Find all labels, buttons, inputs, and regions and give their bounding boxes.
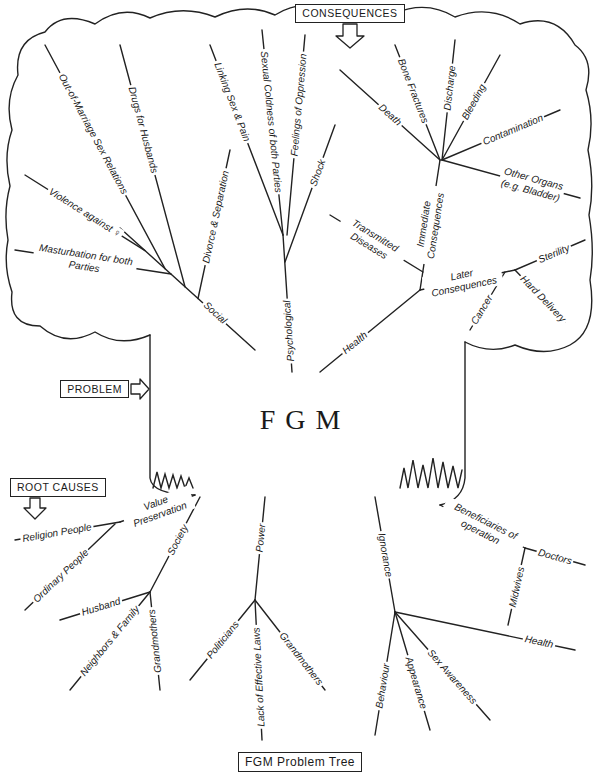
branch-label: Grandmothers (146, 607, 165, 676)
label-box: FGM Problem Tree (238, 752, 362, 772)
box-text: CONSEQUENCES (302, 7, 397, 20)
branch-label: Lack of Effective Laws (250, 625, 267, 729)
branch-label: Immediate Consequences (412, 184, 448, 266)
branch-line (120, 228, 255, 350)
branch-label: Death (375, 100, 406, 129)
branch-label: Politicians (202, 617, 242, 663)
label-box: CONSEQUENCES (295, 4, 404, 23)
root-line (395, 612, 430, 730)
block-arrow (24, 498, 46, 519)
box-text: ROOT CAUSES (17, 481, 99, 494)
root-line (190, 600, 255, 680)
branch-label: Linking Sex & Pain (211, 59, 254, 145)
canopy-outline (6, 5, 592, 352)
box-text: PROBLEM (67, 383, 122, 396)
branch-label: Social (199, 298, 230, 328)
branch-label: Health (338, 328, 371, 358)
branch-label: Appearance (402, 653, 430, 712)
branch-label: Society (164, 521, 192, 559)
branch-label: Health (522, 633, 557, 652)
branch-label: Violence against ♀ (45, 184, 125, 241)
root-line (395, 612, 490, 720)
branch-line (45, 45, 165, 269)
trunk-edge (150, 335, 195, 495)
branch-label: Cancer (468, 291, 497, 328)
problem-title: FGM (260, 403, 351, 437)
branch-line (320, 290, 420, 372)
block-arrow (336, 24, 364, 48)
branch-label: Divorce & Separation (199, 167, 231, 266)
branch-label: Behaviour (373, 661, 393, 711)
branch-label: Shock (306, 156, 328, 190)
branch-label: Bleeding (458, 81, 489, 124)
branch-label: Power (253, 522, 268, 555)
branch-label: Feelings of Oppression (288, 51, 310, 158)
branch-label: Beneficiaries of operation (437, 496, 527, 558)
branch-label: Other Organs (e.g. Bladder) (497, 164, 567, 205)
box-text: FGM Problem Tree (245, 755, 355, 769)
branch-line (395, 45, 440, 160)
trunk-edge (440, 342, 465, 505)
branch-label: Religion People (19, 521, 94, 545)
branch-label: Discharge (441, 63, 458, 113)
branch-label: Sex Awareness (423, 645, 480, 708)
root-line (70, 592, 150, 690)
branch-label: Grandmothers (275, 628, 326, 689)
branch-label: Ordinary People (29, 545, 92, 606)
branch-label: Doctors (535, 545, 575, 567)
label-box: PROBLEM (60, 380, 129, 399)
branch-line (120, 45, 185, 287)
block-arrow (131, 379, 149, 399)
branch-label: Transmitted Diseases (334, 211, 410, 270)
grass-zigzag (400, 458, 462, 488)
label-box: ROOT CAUSES (10, 478, 106, 497)
branch-label: Ignorance (375, 530, 395, 580)
branch-label: Sexual Coldness of both Parties (258, 49, 285, 196)
branch-label: Masturbation for both Parties (32, 241, 138, 281)
branch-label: Hard Delivery (516, 271, 569, 326)
branch-label: Sterility (534, 241, 573, 267)
branch-label: Psychological (281, 298, 297, 364)
branch-line (515, 240, 585, 270)
root-line (375, 497, 395, 612)
branch-label: Out-of-Marriage Sex Relations (55, 70, 131, 198)
branch-label: Midwives (506, 563, 527, 610)
branch-label: Husband (78, 595, 124, 620)
branch-label: Drugs for Husbands (125, 83, 161, 176)
branch-label: Contamination (479, 111, 547, 149)
